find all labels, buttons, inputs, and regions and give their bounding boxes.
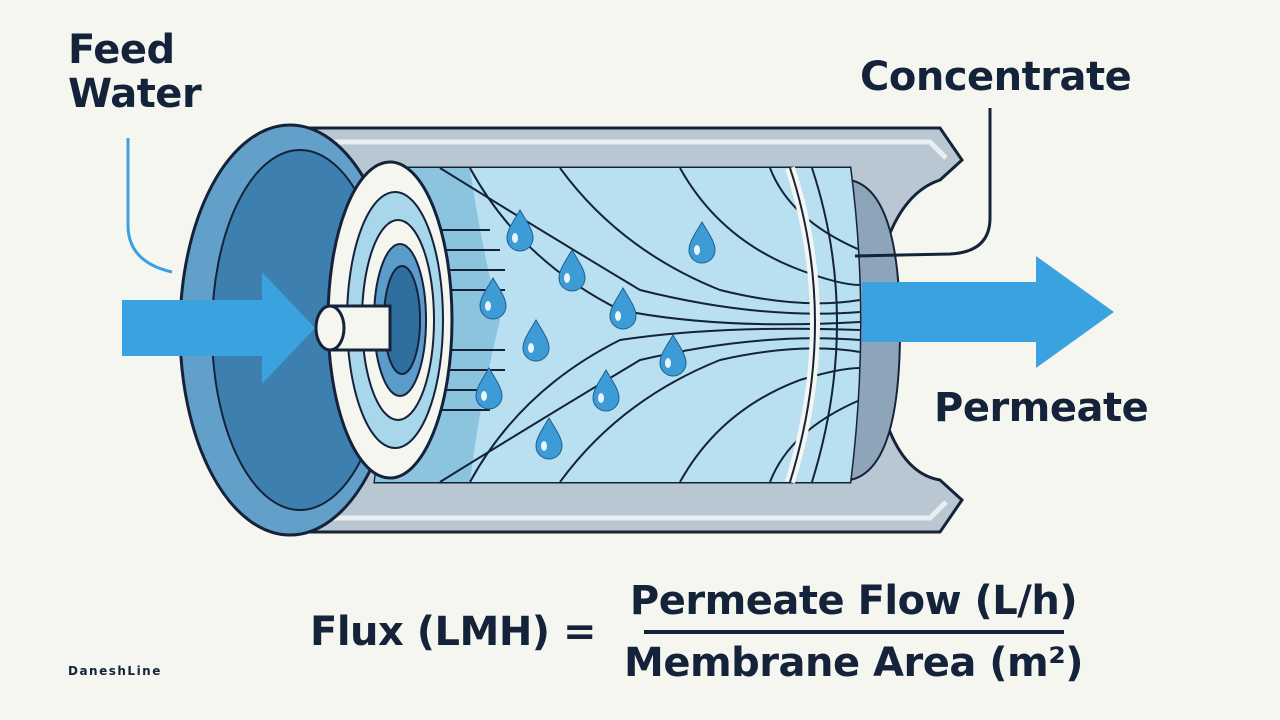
concentrate-leader-line — [854, 108, 992, 258]
formula-lhs: Flux (LMH) = — [310, 609, 597, 655]
feed-flow-arrow-icon — [122, 272, 315, 384]
formula-denominator: Membrane Area (m²) — [624, 640, 1084, 686]
fraction-bar — [643, 630, 1064, 634]
permeate-flow-arrow-icon — [862, 256, 1114, 368]
housing-rim-bottom — [330, 500, 948, 521]
formula-numerator: Permeate Flow (L/h) — [629, 578, 1078, 624]
concentrate-label: Concentrate — [860, 54, 1132, 100]
feed-water-leader-line — [126, 138, 173, 274]
brand-logo: DaneshLine — [68, 664, 162, 678]
housing-rim-top — [330, 139, 948, 160]
permeate-label: Permeate — [934, 385, 1149, 431]
formula-fraction: Permeate Flow (L/h) Membrane Area (m²) — [620, 578, 1087, 686]
flux-formula: Flux (LMH) = Permeate Flow (L/h) Membran… — [310, 578, 1087, 686]
feed-water-label: Feed Water — [68, 27, 202, 117]
